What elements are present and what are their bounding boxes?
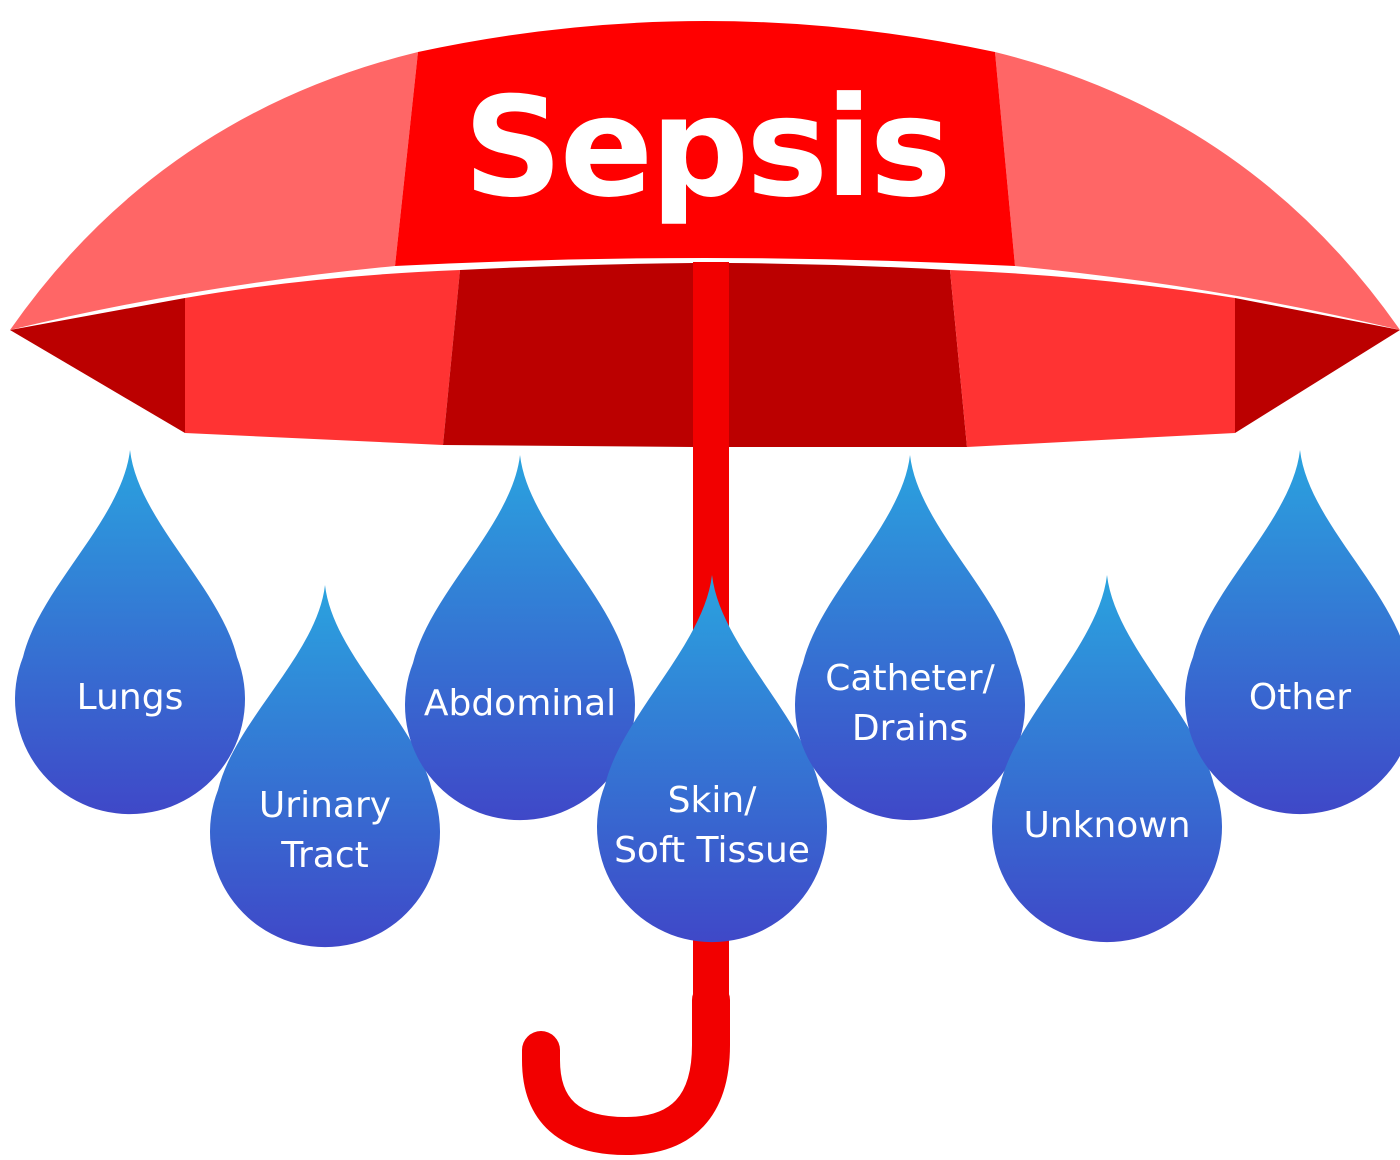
- canopy-band-left: [185, 270, 460, 445]
- raindrop-shape: [15, 450, 245, 814]
- drop-lungs: Lungs: [15, 450, 245, 814]
- raindrop-shape: [1185, 450, 1400, 814]
- canopy-band-center-left: [443, 263, 693, 447]
- drop-label-urinary-tract-line-2: Tract: [280, 835, 368, 876]
- raindrop-shape: [597, 575, 827, 942]
- drop-label-catheter-drains-line-1: Catheter/: [825, 658, 995, 699]
- drop-abdominal: Abdominal: [405, 455, 635, 820]
- drop-label-skin-soft-tissue-line-1: Skin/: [668, 780, 758, 821]
- canopy-band-center-right: [729, 263, 967, 447]
- drop-catheter-drains: Catheter/Drains: [795, 455, 1025, 820]
- drop-label-unknown-line-1: Unknown: [1023, 805, 1190, 846]
- drop-skin-soft-tissue: Skin/Soft Tissue: [597, 575, 827, 942]
- drop-label-skin-soft-tissue-line-2: Soft Tissue: [614, 830, 810, 871]
- diagram-title: Sepsis: [463, 67, 948, 228]
- drop-label-other-line-1: Other: [1249, 677, 1351, 718]
- drop-label-lungs-line-1: Lungs: [77, 677, 184, 718]
- umbrella-handle: [541, 1000, 711, 1136]
- raindrop-shape: [405, 455, 635, 820]
- drop-label-urinary-tract-line-1: Urinary: [259, 785, 391, 826]
- canopy-band-right: [950, 270, 1235, 447]
- drop-other: Other: [1185, 450, 1400, 814]
- drop-unknown: Unknown: [992, 575, 1222, 942]
- drop-label-catheter-drains-line-2: Drains: [852, 708, 968, 749]
- raindrop-shape: [210, 585, 440, 947]
- canopy-shaft-overlay: [693, 262, 729, 448]
- drop-label-abdominal-line-1: Abdominal: [424, 683, 616, 724]
- raindrop-shape: [795, 455, 1025, 820]
- raindrop-shape: [992, 575, 1222, 942]
